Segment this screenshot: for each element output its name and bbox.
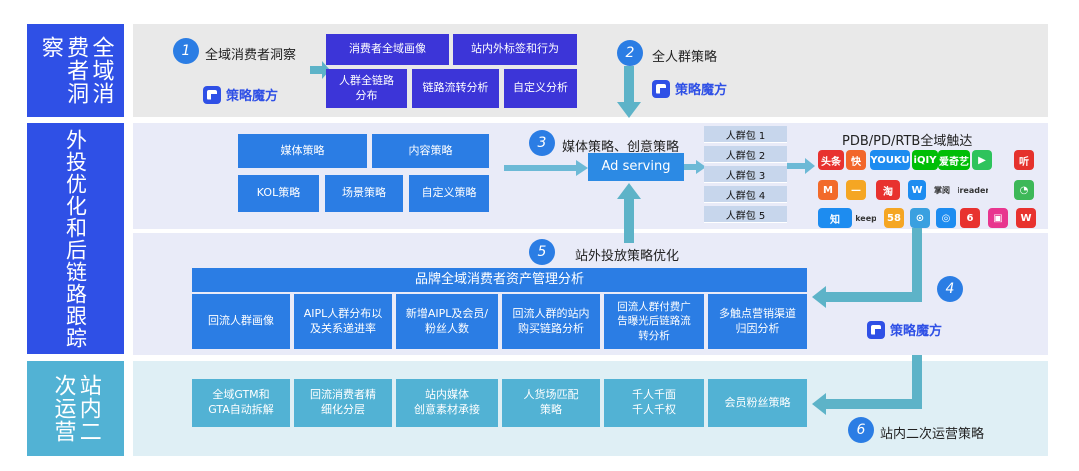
- media-app-icon: 爱奇艺: [938, 150, 970, 170]
- sidebar-media-tracking: 外投优化和后链路跟踪: [27, 123, 124, 354]
- sidebar-label: 站内二 次运营: [50, 374, 101, 443]
- analysis-title: 品牌全域消费者资产管理分析: [192, 268, 807, 292]
- cube-icon: [867, 320, 885, 339]
- step-label: 站内二次运营策略: [880, 427, 985, 442]
- logo-text: 策略魔方: [226, 89, 279, 104]
- operation-box: 会员粉丝策略: [708, 379, 807, 427]
- brand-logo: 策略魔方: [203, 85, 278, 104]
- cube-icon: [203, 85, 221, 104]
- media-app-icon: —: [846, 180, 866, 200]
- strategy-box: KOL策略: [238, 175, 319, 212]
- step-badge: 5: [529, 239, 555, 265]
- arrow-return-icon: [812, 228, 922, 308]
- operation-box: 站内媒体 创意素材承接: [396, 379, 498, 427]
- operation-box: 全域GTM和 GTA自动拆解: [192, 379, 290, 427]
- media-app-icon: 快: [846, 150, 866, 170]
- step-label: 媒体策略、创意策略: [562, 140, 680, 155]
- media-title: PDB/PD/RTB全域触达: [842, 134, 973, 149]
- audience-package: 人群包 4: [704, 186, 787, 203]
- audience-package: 人群包 1: [704, 126, 787, 143]
- strategy-box: 场景策略: [325, 175, 403, 212]
- strategy-box: 自定义策略: [409, 175, 489, 212]
- media-app-icon: iQIY: [912, 150, 938, 170]
- insight-box: 链路流转分析: [412, 69, 499, 108]
- media-app-icon: M: [818, 180, 838, 200]
- arrow-return-icon: [812, 355, 922, 415]
- brand-logo: 策略魔方: [652, 79, 727, 98]
- media-app-icon: 掌阅: [934, 185, 950, 195]
- media-app-icon: W: [908, 180, 926, 200]
- sidebar-label: 外投优化和后链路跟踪: [63, 128, 88, 349]
- insight-box: 站内外标签和行为: [453, 34, 577, 65]
- sidebar-label: 全域消 费者洞 察: [37, 36, 114, 105]
- brand-logo: 策略魔方: [867, 320, 942, 339]
- media-app-icon: ⊙: [910, 208, 930, 228]
- strategy-box: 媒体策略: [238, 134, 367, 168]
- media-app-icon: ireader: [958, 185, 988, 195]
- step-badge: 4: [937, 276, 963, 302]
- analysis-item: 回流人群画像: [192, 294, 290, 349]
- media-app-icon: 听: [1014, 150, 1034, 170]
- media-app-icon: ▶: [972, 150, 992, 170]
- audience-package: 人群包 5: [704, 206, 787, 223]
- step-badge: 1: [173, 38, 199, 64]
- cube-icon: [652, 79, 670, 98]
- strategy-box: 内容策略: [372, 134, 489, 168]
- arrow-up-icon: [617, 183, 641, 243]
- operation-box: 回流消费者精 细化分层: [294, 379, 392, 427]
- media-app-icon: W: [1016, 208, 1036, 228]
- audience-package: 人群包 3: [704, 166, 787, 183]
- logo-text: 策略魔方: [890, 324, 943, 339]
- step-label: 站外投放策略优化: [575, 249, 680, 264]
- step-badge: 6: [848, 417, 874, 443]
- insight-box: 人群全链路 分布: [326, 69, 407, 108]
- operation-box: 人货场匹配 策略: [502, 379, 600, 427]
- logo-text: 策略魔方: [675, 83, 728, 98]
- sidebar-insight: 全域消 费者洞 察: [27, 24, 124, 117]
- media-app-icon: 头条: [818, 150, 844, 170]
- media-app-icon: 淘: [876, 180, 900, 200]
- media-app-icon: keep: [856, 213, 876, 223]
- step-badge: 3: [529, 130, 555, 156]
- analysis-item: 回流人群的站内 购买链路分析: [502, 294, 600, 349]
- arrow-right-icon: [684, 160, 706, 174]
- ad-serving: Ad serving: [588, 153, 684, 181]
- arrow-right-icon: [310, 61, 330, 79]
- arrow-right-icon: [504, 160, 588, 176]
- arrow-down-icon: [617, 66, 641, 118]
- sidebar-operations: 站内二 次运营: [27, 361, 124, 456]
- insight-box: 消费者全域画像: [326, 34, 449, 65]
- band-insight: [133, 24, 1048, 117]
- audience-package: 人群包 2: [704, 146, 787, 163]
- insight-box: 自定义分析: [504, 69, 577, 108]
- step-label: 全人群策略: [652, 50, 718, 65]
- arrow-right-icon: [787, 158, 815, 174]
- media-app-icon: 6: [960, 208, 980, 228]
- media-app-icon: ◎: [936, 208, 956, 228]
- media-app-icon: 58: [884, 208, 904, 228]
- media-app-icon: YOUKU: [870, 150, 910, 170]
- media-app-icon: 知: [818, 208, 852, 228]
- analysis-item: 多触点营销渠道 归因分析: [708, 294, 807, 349]
- analysis-item: AIPL人群分布以 及关系递进率: [294, 294, 392, 349]
- media-app-icon: ◔: [1014, 180, 1034, 200]
- operation-box: 千人千面 千人千权: [604, 379, 704, 427]
- analysis-item: 新增AIPL及会员/ 粉丝人数: [396, 294, 498, 349]
- media-app-icon: ▣: [988, 208, 1008, 228]
- step-label: 全域消费者洞察: [205, 48, 297, 63]
- analysis-item: 回流人群付费广 告曝光后链路流 转分析: [604, 294, 704, 349]
- step-badge: 2: [617, 40, 643, 66]
